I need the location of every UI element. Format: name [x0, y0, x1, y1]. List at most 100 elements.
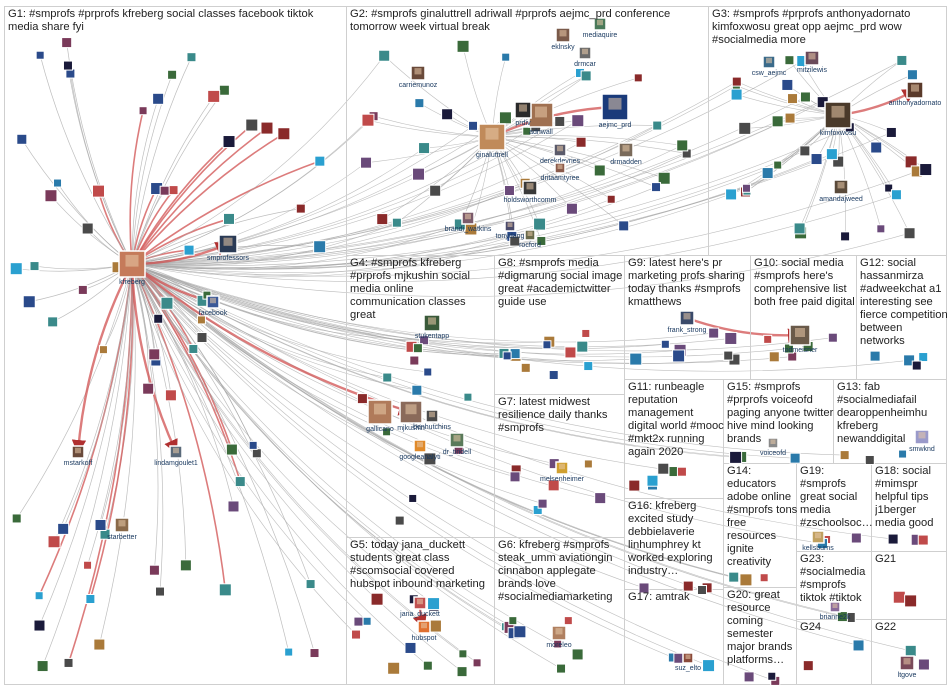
group-label-g16: G16: kfreberg excited study debbielaveri… — [628, 500, 713, 577]
node-label: stukentapp — [415, 333, 449, 340]
account-node — [789, 452, 801, 464]
account-node — [167, 69, 178, 80]
account-node — [781, 78, 794, 91]
account-node — [186, 52, 197, 63]
account-node — [708, 327, 720, 339]
account-node — [702, 659, 716, 673]
account-node — [148, 348, 161, 361]
account-node — [761, 167, 774, 180]
account-node — [468, 120, 479, 131]
account-node — [896, 54, 908, 66]
account-node — [53, 178, 63, 188]
edge-cross — [131, 263, 894, 540]
edge-strong — [686, 316, 803, 343]
node-label: smprofessors — [207, 255, 250, 262]
account-node — [458, 649, 468, 659]
node-label: drmadden — [610, 159, 642, 166]
account-node — [409, 355, 420, 366]
account-node — [793, 222, 806, 235]
node-aejmc-prd: aejmc_prd — [599, 93, 631, 129]
account-node — [730, 88, 743, 101]
node-kimfoxwosu: kimfoxwosu — [820, 101, 856, 137]
account-node — [36, 660, 49, 673]
account-node — [313, 240, 327, 254]
node-label: kfreberg — [119, 279, 145, 286]
group-box-g15 — [723, 379, 834, 464]
account-node — [34, 591, 44, 601]
node-ginaluttrell: ginaluttrell — [476, 123, 508, 159]
account-node — [382, 427, 392, 437]
account-node — [533, 217, 547, 231]
account-node — [839, 450, 850, 461]
edge-g1 — [53, 263, 134, 542]
account-node — [768, 351, 780, 363]
account-node — [503, 185, 515, 197]
account-node — [502, 351, 512, 361]
node-csw-aejmc: csw_aejmc — [752, 55, 787, 77]
edge-cross — [131, 263, 742, 458]
edge-cross — [131, 263, 521, 633]
node-anthonyadornato: anthonyadornato — [889, 81, 941, 107]
group-label-g20: G20: great resource coming semester majo… — [727, 589, 793, 666]
node-dritaamtyree: dritaamtyree — [541, 162, 580, 182]
node-drmcar: drmcar — [574, 46, 597, 68]
account-node — [418, 142, 431, 155]
edge-cross — [131, 263, 793, 364]
edge-cross — [131, 263, 714, 343]
account-node — [581, 328, 591, 338]
account-node — [419, 335, 430, 346]
edge-cross — [131, 263, 636, 361]
account-node — [606, 194, 616, 204]
group-box-g1 — [4, 6, 347, 685]
node-gallicano: gallicano — [366, 399, 394, 433]
edge-cross — [131, 125, 474, 265]
account-node — [422, 660, 433, 671]
edge-g2 — [491, 77, 639, 138]
edge-cross — [131, 60, 902, 265]
account-node — [876, 224, 886, 234]
account-node — [284, 647, 294, 657]
account-node — [911, 360, 922, 371]
edge-cross — [131, 142, 582, 265]
edge-cross — [131, 187, 747, 274]
node-drmadden: drmadden — [610, 142, 642, 166]
account-node — [741, 183, 751, 193]
account-node — [576, 340, 589, 353]
edge-cross — [131, 263, 833, 352]
group-label-g19: G19: #smprofs great social media #zschoo… — [800, 465, 873, 529]
account-node — [61, 37, 73, 49]
account-node — [98, 345, 108, 355]
node-label: brandi_watkins — [445, 226, 492, 233]
account-node — [91, 184, 105, 198]
account-node — [260, 121, 274, 135]
account-node — [903, 227, 916, 240]
edge-g1 — [129, 98, 159, 265]
account-node — [85, 593, 96, 604]
account-node — [864, 454, 875, 465]
account-node — [509, 348, 521, 360]
account-node — [728, 571, 740, 583]
edge-cross — [131, 119, 369, 265]
node-label: ltgove — [898, 672, 917, 679]
account-node — [537, 498, 548, 509]
node-label: mstarkoff — [64, 460, 93, 467]
account-node — [81, 222, 94, 235]
node-eklnsky: eklnsky — [551, 27, 575, 51]
group-label-g13: G13: fab #socialmediafail dearoppenheimh… — [837, 381, 938, 447]
node-ltgove: ltgove — [898, 655, 917, 679]
edge-g1 — [16, 263, 134, 519]
node-derekdevries: derekdevries — [540, 143, 581, 165]
edge-g1 — [131, 127, 268, 266]
account-node — [840, 231, 851, 242]
account-node — [651, 182, 662, 193]
account-node — [376, 213, 389, 226]
account-node — [44, 189, 58, 203]
edge-g1 — [130, 160, 321, 265]
account-node — [884, 183, 894, 193]
account-node — [295, 203, 306, 214]
edge-cross — [131, 263, 736, 458]
account-node — [580, 70, 592, 82]
account-node — [164, 389, 177, 402]
account-node — [618, 220, 630, 232]
node-mitzilewis: mitzilewis — [797, 50, 827, 74]
